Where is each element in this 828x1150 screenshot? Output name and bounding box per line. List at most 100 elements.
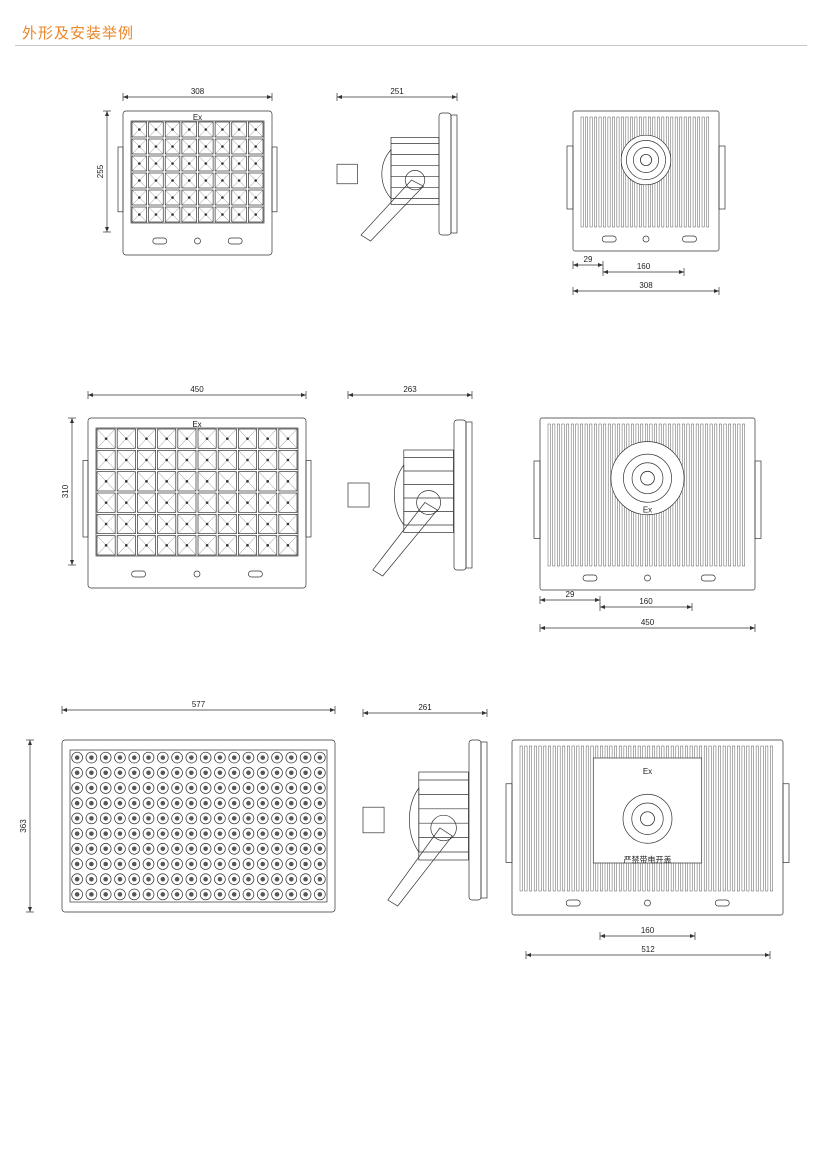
- mount-slot: [131, 570, 146, 578]
- mounting-bracket: [117, 146, 124, 213]
- page-title: 外形及安装举例: [22, 24, 135, 42]
- mounting-arm: [387, 827, 453, 907]
- driver-housing: [409, 786, 420, 854]
- dimension-label: 160: [639, 597, 653, 606]
- lamp-body: [468, 739, 482, 901]
- back-view: Ex: [533, 417, 762, 591]
- dimension-label: 251: [390, 87, 404, 96]
- dimension-label: 577: [192, 700, 206, 709]
- dimension-horizontal: 160: [599, 926, 696, 940]
- dimension-label: 29: [584, 255, 593, 264]
- cover-plate: [592, 757, 703, 864]
- mounting-bracket: [566, 145, 574, 210]
- back-view: Ex 严禁带电开盖: [505, 739, 790, 916]
- back-view: [566, 110, 726, 252]
- lamp-body: [453, 419, 467, 571]
- dimension-label: 308: [639, 281, 653, 290]
- mount-hole: [642, 235, 650, 243]
- dimension-label: 255: [96, 164, 105, 178]
- mount-hole: [193, 570, 201, 578]
- front-view: Ex: [117, 110, 278, 256]
- ex-mark: Ex: [193, 113, 202, 122]
- dimension-label: 308: [191, 87, 205, 96]
- driver-housing: [381, 148, 392, 200]
- dimension-label: 310: [61, 484, 70, 498]
- dimension-vertical: 255: [96, 110, 111, 233]
- lens-cover: [450, 114, 458, 234]
- dimension-label: 450: [641, 618, 655, 627]
- dimension-horizontal: 450: [539, 618, 756, 632]
- pivot-bolt: [404, 169, 426, 191]
- dimension-horizontal: 263: [347, 385, 473, 399]
- dimension-horizontal: 450: [87, 385, 307, 399]
- mounting-bracket: [271, 146, 278, 213]
- dimension-horizontal: 308: [122, 87, 273, 101]
- cable-gland: [347, 482, 370, 508]
- mount-slot: [582, 574, 598, 582]
- dimension-vertical: 363: [19, 739, 34, 913]
- lamp-body: [438, 112, 452, 236]
- side-view: [336, 112, 458, 242]
- lens-cover: [480, 741, 488, 899]
- dimension-horizontal: 251: [336, 87, 458, 101]
- driver-cover: [626, 140, 666, 180]
- mounting-bracket: [782, 783, 790, 863]
- mount-slot: [682, 235, 697, 243]
- side-view: [347, 419, 473, 577]
- dimension-vertical: 310: [61, 417, 76, 566]
- dimension-label: 261: [418, 703, 432, 712]
- dimension-horizontal: 261: [362, 703, 488, 717]
- front-view: Ex: [82, 417, 312, 589]
- center-nut: [640, 470, 655, 486]
- mounting-bracket: [718, 145, 726, 210]
- mounting-bracket: [505, 783, 513, 863]
- mount-slot: [601, 235, 617, 243]
- mounting-bracket: [533, 460, 541, 539]
- mount-slot: [700, 574, 716, 582]
- dimension-horizontal: 160: [599, 597, 693, 611]
- mount-hole: [644, 574, 651, 582]
- cable-gland: [336, 163, 358, 185]
- ex-mark: Ex: [643, 767, 652, 776]
- dimension-horizontal: 29: [572, 255, 604, 269]
- dimension-horizontal: 512: [525, 945, 771, 959]
- mounting-bracket: [754, 460, 762, 539]
- mounting-arm: [360, 179, 424, 242]
- pivot-bolt: [416, 490, 441, 515]
- dimension-label: 160: [641, 926, 655, 935]
- side-view: [362, 739, 488, 907]
- driver-housing: [393, 463, 405, 527]
- ex-mark: Ex: [192, 420, 201, 429]
- mounting-bracket: [305, 460, 312, 538]
- mounting-bracket: [82, 460, 89, 538]
- dimension-label: 29: [566, 590, 575, 599]
- dimension-label: 363: [19, 819, 28, 833]
- mount-slot: [152, 237, 168, 245]
- warning-text: 严禁带电开盖: [624, 855, 672, 865]
- lens-cover: [465, 421, 473, 569]
- cable-gland: [362, 806, 385, 834]
- dimension-label: 160: [637, 262, 651, 271]
- center-nut: [640, 811, 655, 827]
- pivot-bolt: [430, 814, 457, 842]
- center-nut: [640, 153, 653, 166]
- mount-slot: [248, 570, 263, 578]
- mount-slot: [565, 899, 581, 907]
- dimension-horizontal: 577: [61, 700, 336, 714]
- mount-slot: [227, 237, 243, 245]
- dimension-label: 450: [190, 385, 204, 394]
- front-view: [61, 739, 336, 913]
- dimension-horizontal: 29: [539, 590, 601, 604]
- dimension-horizontal: 308: [572, 281, 720, 295]
- mount-slot: [714, 899, 730, 907]
- mount-hole: [194, 237, 201, 245]
- driver-cover: [622, 793, 673, 844]
- mounting-arm: [372, 502, 438, 577]
- dimension-label: 263: [403, 385, 417, 394]
- title-divider: [15, 45, 807, 46]
- ex-mark: Ex: [643, 506, 652, 515]
- dimension-label: 512: [641, 945, 655, 954]
- dimension-horizontal: 160: [602, 262, 685, 276]
- mount-hole: [644, 899, 651, 907]
